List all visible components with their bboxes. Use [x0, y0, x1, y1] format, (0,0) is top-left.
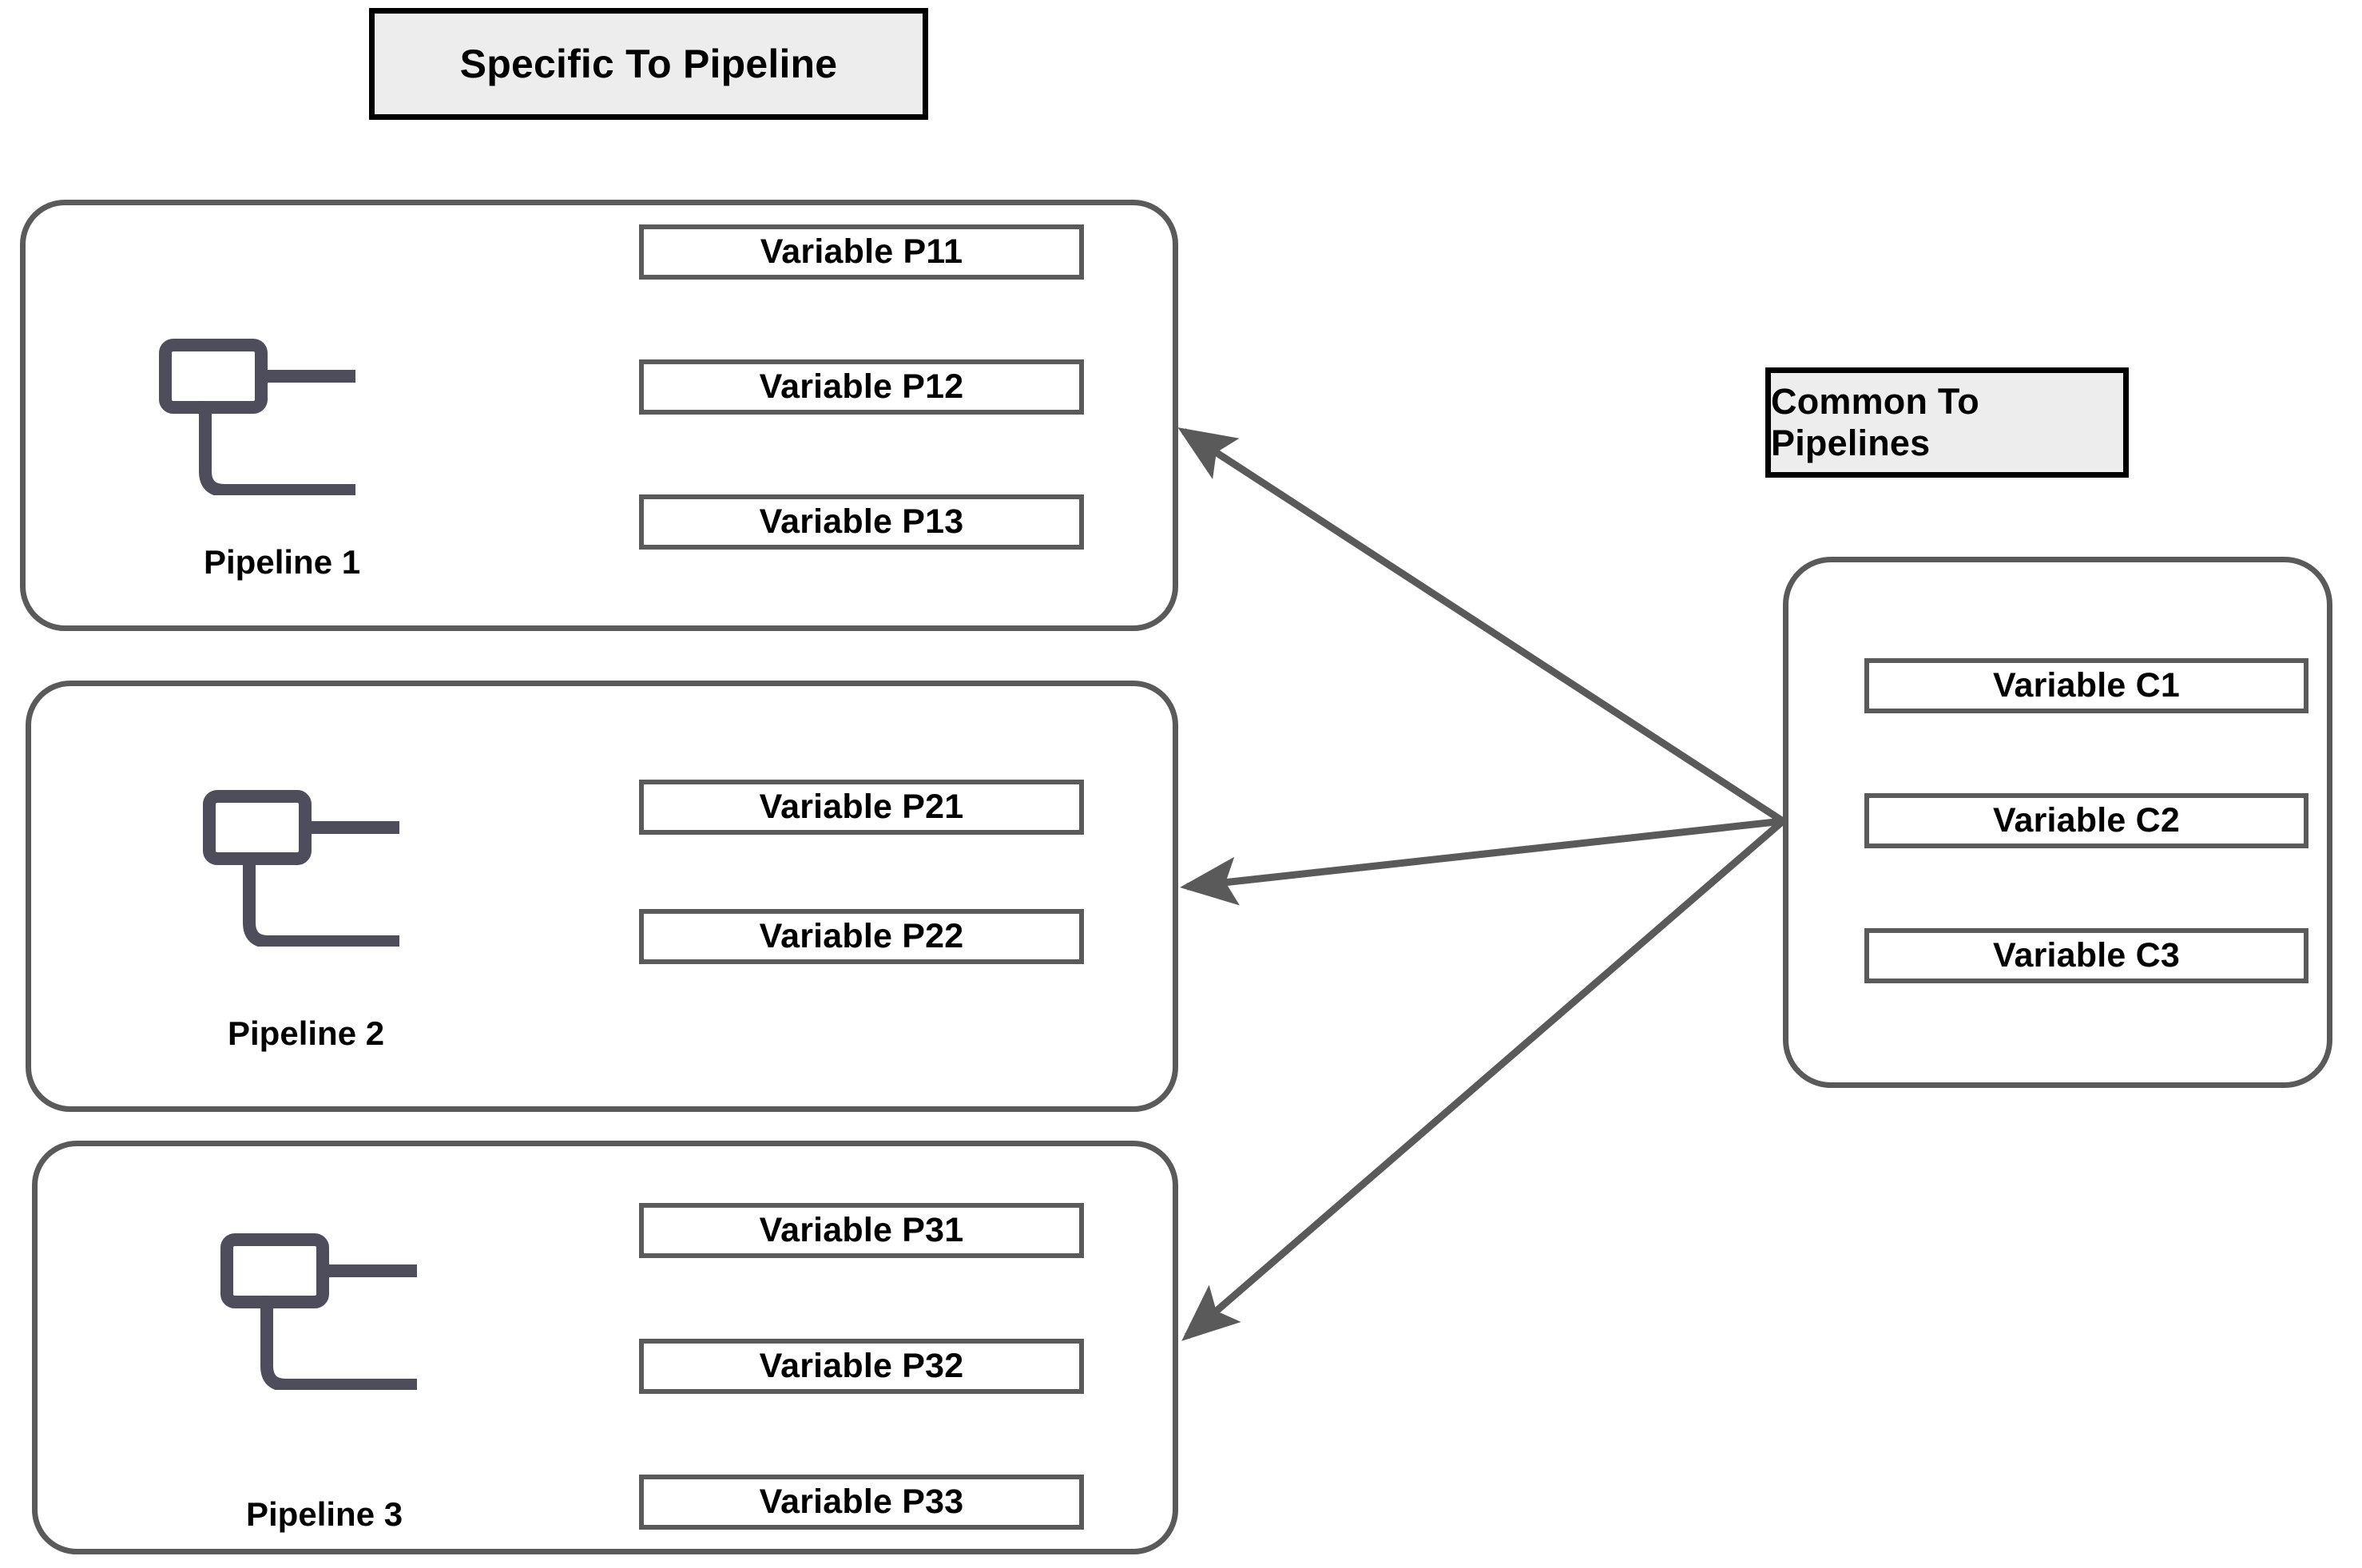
legend-specific-to-pipeline: Specific To Pipeline	[369, 8, 928, 120]
variable-box-p21[interactable]: Variable P21	[639, 780, 1084, 835]
arrow-common-to-pipeline-3	[1181, 818, 1785, 1341]
pipeline-1-label: Pipeline 1	[204, 543, 361, 581]
pipeline-2-label: Pipeline 2	[228, 1014, 385, 1052]
variable-box-p11[interactable]: Variable P11	[639, 224, 1084, 280]
legend-common-to-pipelines: Common To Pipelines	[1765, 367, 2129, 478]
variable-box-p22[interactable]: Variable P22	[639, 909, 1084, 964]
variable-box-p32[interactable]: Variable P32	[639, 1339, 1084, 1394]
variable-box-c1[interactable]: Variable C1	[1864, 658, 2308, 713]
variable-box-c2[interactable]: Variable C2	[1864, 793, 2308, 848]
pipeline-flow-icon	[203, 790, 399, 947]
pipeline-flow-icon	[220, 1233, 417, 1390]
variable-box-p31[interactable]: Variable P31	[639, 1203, 1084, 1258]
variable-box-c3[interactable]: Variable C3	[1864, 928, 2308, 983]
pipeline-2-panel[interactable]	[26, 681, 1178, 1112]
variable-box-p12[interactable]: Variable P12	[639, 359, 1084, 415]
pipeline-flow-icon	[159, 339, 355, 495]
arrow-common-to-pipeline-2	[1180, 817, 1784, 906]
arrow-common-to-pipeline-1	[1177, 427, 1785, 824]
variable-box-p33[interactable]: Variable P33	[639, 1475, 1084, 1530]
pipeline-3-label: Pipeline 3	[246, 1495, 403, 1533]
variable-box-p13[interactable]: Variable P13	[639, 494, 1084, 550]
